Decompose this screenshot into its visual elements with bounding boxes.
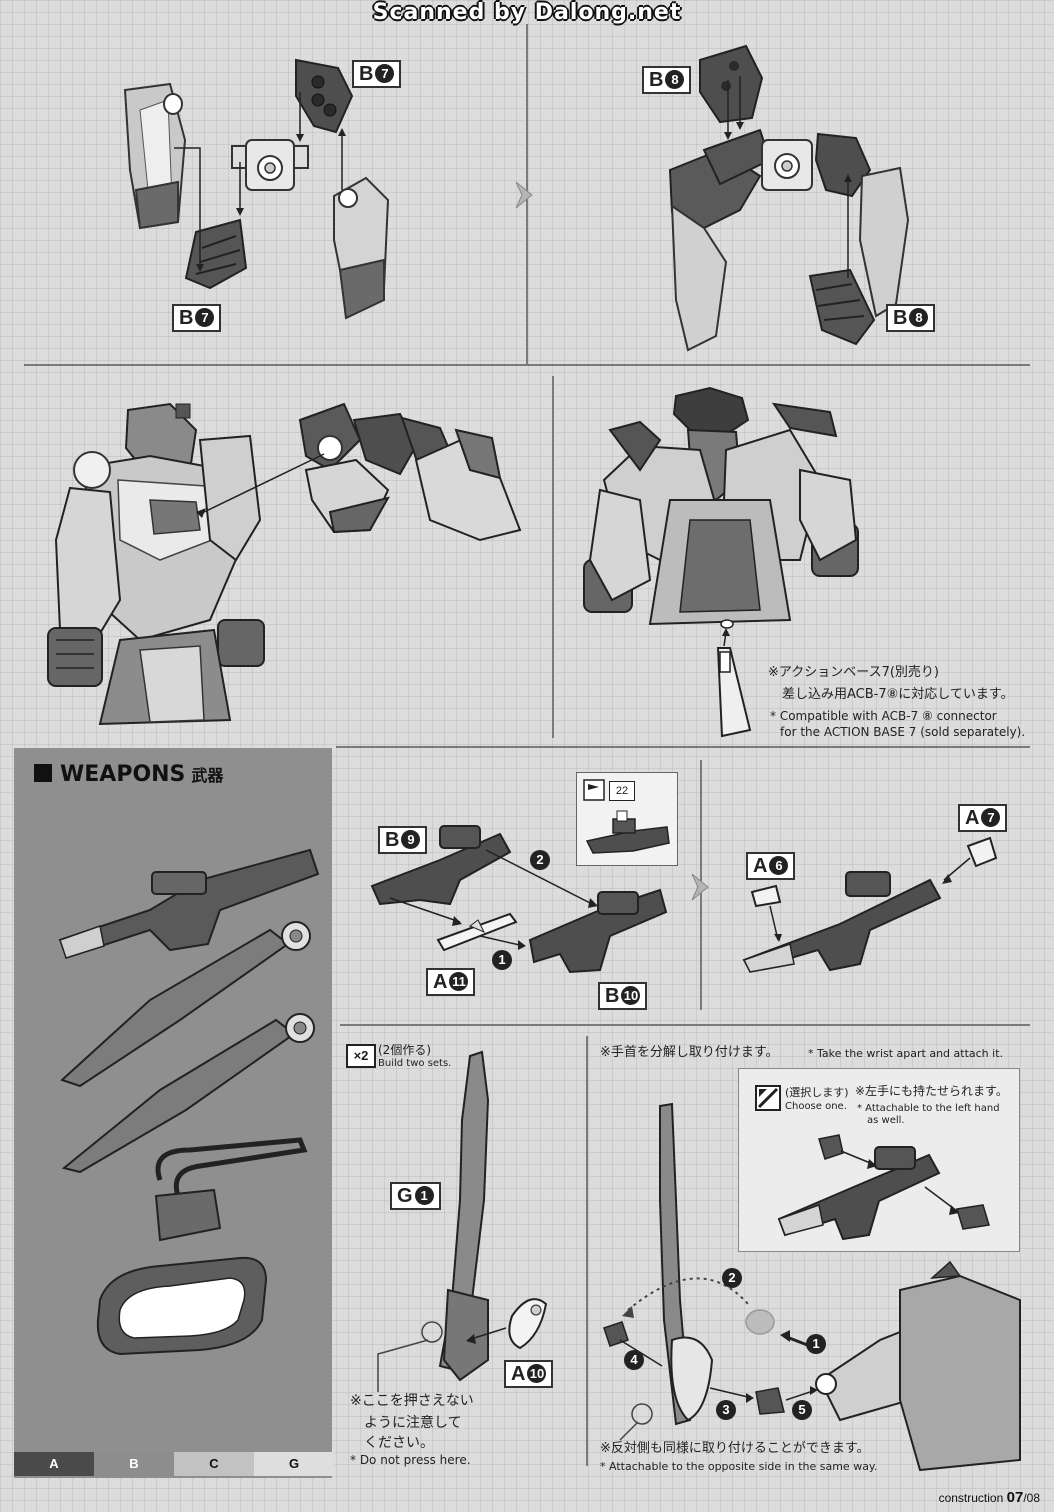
runner-tab-b: B [94,1452,174,1476]
sticker-flag-icon [583,779,605,801]
choose-en: Choose one. [785,1101,847,1112]
caution-en: * Do not press here. [350,1453,471,1467]
build-two-jp: (2個作る) [378,1043,431,1057]
left-hand-jp: ※左手にも持たせられます。 [855,1084,1008,1098]
wrist-step-3-badge: 3 [716,1400,736,1420]
wrist-step-2-badge: 2 [722,1268,742,1288]
rifle-step-2-badge: 2 [530,850,550,870]
stand-note-en-2: for the ACTION BASE 7 (sold separately). [780,725,1026,739]
chevron-right-icon [515,181,533,209]
choose-check-icon [757,1087,779,1109]
page-footer: construction 07/08 [939,1489,1040,1506]
divider-h-mid [336,746,1030,748]
runner-tab-g: G [254,1452,334,1476]
choose-one-icon [755,1085,781,1111]
build-two-en: Build two sets. [378,1058,452,1069]
heading-square-icon [34,764,52,782]
weapons-title-jp: 武器 [191,766,224,785]
wrist-step-1-badge: 1 [806,1334,826,1354]
divider-v-lower [586,1036,588,1466]
opposite-note-jp: ※反対側も同様に取り付けることができます。 [600,1441,870,1456]
wrist-step-5-badge: 5 [792,1400,812,1420]
chevron-right-icon [691,873,709,901]
weapons-heading: WEAPONS 武器 [34,762,223,787]
caution-jp-1: ※ここを押さえない [350,1393,474,1409]
stand-note-en-1: * Compatible with ACB-7 ⑧ connector [770,709,997,723]
divider-h-top [24,364,1030,366]
caution-jp-3: ください。 [364,1435,434,1451]
sticker-target-drawing [585,810,670,854]
runner-tab-c: C [174,1452,254,1476]
wrist-step-4-badge: 4 [624,1350,644,1370]
stand-note-jp-2: 差し込み用ACB-7⑧に対応しています。 [782,687,1014,702]
rifle-step-1-badge: 1 [492,950,512,970]
build-two-badge: ×2 [346,1044,376,1068]
footer-label: construction [938,1491,1004,1505]
footer-page-total: /08 [1023,1491,1040,1505]
left-hand-en-1: * Attachable to the left hand [857,1103,1000,1114]
scan-watermark: Scanned by Dalong.net [372,0,682,25]
caution-jp-2: ように注意して [364,1415,462,1431]
sticker-number: 22 [609,781,635,801]
footer-page-number: 07 [1006,1489,1024,1506]
weapons-title: WEAPONS [60,762,186,787]
choose-one-box: (選択します) Choose one. ※左手にも持たせられます。 * Atta… [738,1068,1020,1252]
divider-v-mid [552,376,554,738]
stand-note-jp-1: ※アクションベース7(別売り) [768,665,940,680]
divider-h-lower [340,1024,1030,1026]
choose-jp: (選択します) [785,1086,849,1099]
left-hand-en-2: as well. [867,1115,905,1126]
wrist-note-jp: ※手首を分解し取り付けます。 [600,1045,779,1060]
opposite-note-en: * Attachable to the opposite side in the… [600,1460,878,1473]
runner-legend: A B C G [14,1452,334,1476]
left-hand-rifle-drawing [777,1134,990,1241]
wrist-note-en: * Take the wrist apart and attach it. [808,1047,1004,1060]
sticker-inset: 22 [576,772,678,866]
runner-tab-a: A [14,1452,94,1476]
